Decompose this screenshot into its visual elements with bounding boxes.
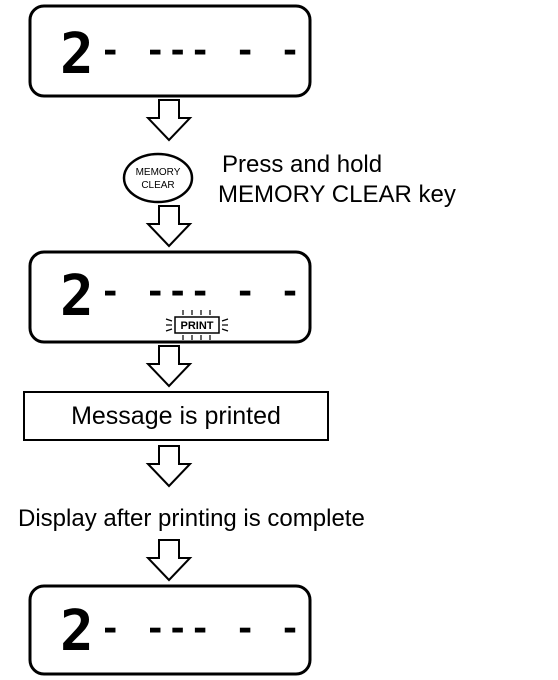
lcd-display-printing: 2 - --- - - PRINT [28,250,312,344]
memory-clear-key: MEMORY CLEAR [122,152,194,204]
lcd-digit: 2 [60,599,94,664]
lcd-dashes: - --- - - [100,272,302,312]
lcd-display-final: 2 - --- - - [28,584,312,676]
down-arrow-icon [145,99,193,142]
lcd-digit: 2 [60,264,94,329]
down-arrow-icon [145,345,193,388]
lcd-digit: 2 [60,22,94,87]
down-arrow-icon [145,445,193,488]
print-indicator: PRINT [165,310,229,340]
instruction-line1: Press and hold [222,151,382,178]
lcd-dashes: - --- - - [100,31,302,71]
instruction-line2: MEMORY CLEAR key [218,181,456,208]
down-arrow-icon [145,205,193,248]
print-indicator-label: PRINT [181,320,214,332]
down-arrow-icon [145,539,193,582]
after-printing-label: Display after printing is complete [18,505,365,532]
message-box: Message is printed [23,391,329,441]
lcd-dashes: - --- - - [100,609,302,649]
key-label-line1: MEMORY [136,167,181,178]
lcd-display-initial: 2 - --- - - [28,4,312,98]
blink-marks-icon [165,310,229,340]
message-text: Message is printed [71,402,281,430]
key-label-line2: CLEAR [141,180,174,191]
